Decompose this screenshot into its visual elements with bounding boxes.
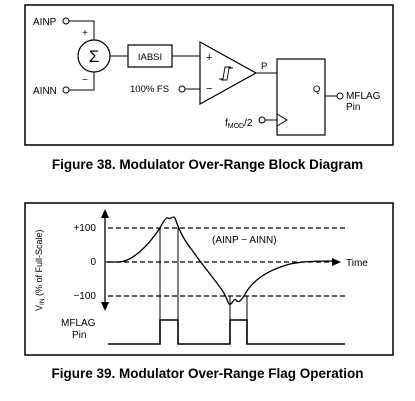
block-diagram: AINP AINN Σ + − IABSI + − 100% FS P [24,4,394,146]
input-ainp-terminal [62,17,70,25]
block-diagram-frame [24,4,394,146]
y-axis-arrow-up [101,209,109,218]
reference-terminal [178,85,186,93]
time-axis-label: Time [346,258,368,269]
y-axis-label-rest: (% of Full-Scale) [34,229,44,298]
abs-block-label: IABSI [138,52,162,63]
wire-ainp [69,20,95,40]
timing-diagram: VIN (% of Full-Scale) +100 0 −100 Time (… [24,202,394,356]
flipflop-clock-marker [276,113,288,127]
series-waveform [106,216,335,305]
reference-label: 100% FS [130,84,169,95]
y-axis-label-main: V [34,305,44,311]
input-ainn-terminal [62,86,70,94]
hysteresis-icon-second [221,67,233,81]
wire-ainn [69,72,95,91]
time-axis-arrow [332,258,341,266]
flipflop-block [276,58,326,136]
hysteresis-icon [219,66,231,80]
clock-label-suffix: /2 [244,118,253,129]
clock-terminal [258,116,266,124]
comparator-minus-sign: − [206,83,212,95]
output-label-line2: Pin [346,102,360,113]
flag-label-line2: Pin [72,330,86,341]
flag-label-line1: MFLAG [61,318,96,329]
summer-sigma: Σ [89,47,100,66]
clock-label-sub: MOD [228,123,244,130]
y-axis-label-sub: IN [39,298,46,305]
tick-label-plus100: +100 [73,223,96,234]
clock-label-f: f [225,118,228,129]
y-axis-label: VIN (% of Full-Scale) [34,229,46,311]
output-terminal [336,92,344,100]
output-label-line1: MFLAG [346,91,381,102]
series-mflag [108,319,345,345]
tick-label-zero: 0 [90,257,96,268]
flipflop-p-pin: P [261,61,267,72]
summer-plus-sign: + [82,28,88,39]
clock-label: fMOD/2 [225,118,253,130]
input-ainn-label: AINN [33,86,57,97]
summer-minus-sign: − [82,75,88,86]
comparator-plus-sign: + [206,52,212,64]
tick-label-minus100: −100 [73,291,96,302]
input-ainp-label: AINP [33,17,57,28]
figure-38-caption: Figure 38. Modulator Over-Range Block Di… [51,157,364,172]
y-axis-arrow-down [101,302,109,311]
figure-39-caption: Figure 39. Modulator Over-Range Flag Ope… [51,366,364,381]
waveform-label: (AINP − AINN) [212,235,277,246]
flipflop-q-pin: Q [313,84,320,95]
timing-diagram-frame [24,202,394,356]
